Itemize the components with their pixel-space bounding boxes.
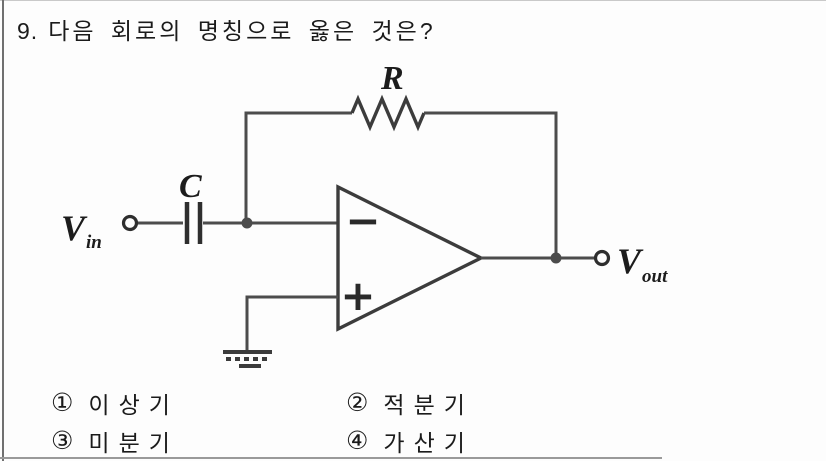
option-4-number: ④ [346,427,369,455]
output-junction-dot [550,252,562,264]
output-terminal [593,249,611,267]
option-2-number: ② [346,389,369,417]
option-1-label: 이상기 [88,392,179,418]
question-text: 다음 회로의 명칭으로 옳은 것은? [48,18,436,44]
opamp-icon [336,184,485,332]
feedback-wire-left [244,111,352,223]
svg-text:in: in [86,232,102,253]
scan-top-edge [0,0,826,1]
scan-bottom-border [0,457,662,459]
question-title: 9. 다음 회로의 명칭으로 옳은 것은? [17,12,436,46]
option-1: ① 이상기 [51,386,179,420]
resistor-icon [350,94,426,132]
feedback-wire-right [424,111,558,258]
capacitor-icon [184,202,203,244]
minus-icon: − [345,196,380,245]
vin-label: V in [61,208,102,253]
noninverting-input-wire [245,295,338,352]
option-2-label: 적분기 [383,392,474,418]
svg-text:V: V [617,241,644,281]
option-2: ② 적분기 [346,386,474,420]
option-3-label: 미분기 [88,430,179,456]
question-number: 9. [17,18,39,44]
option-3: ③ 미분기 [51,424,179,458]
vout-label: V out [617,241,668,287]
input-junction-dot [241,217,253,229]
plus-icon: + [340,271,375,320]
option-3-number: ③ [51,427,74,455]
option-4-label: 가산기 [383,430,474,456]
resistor-label: R [380,60,404,97]
scan-left-border [2,0,4,461]
option-4: ④ 가산기 [346,424,474,458]
input-terminal [121,214,139,232]
ground-icon [223,350,272,368]
svg-text:V: V [61,208,88,248]
option-1-number: ① [51,389,74,417]
capacitor-label: C [179,168,202,205]
svg-text:out: out [642,266,668,287]
